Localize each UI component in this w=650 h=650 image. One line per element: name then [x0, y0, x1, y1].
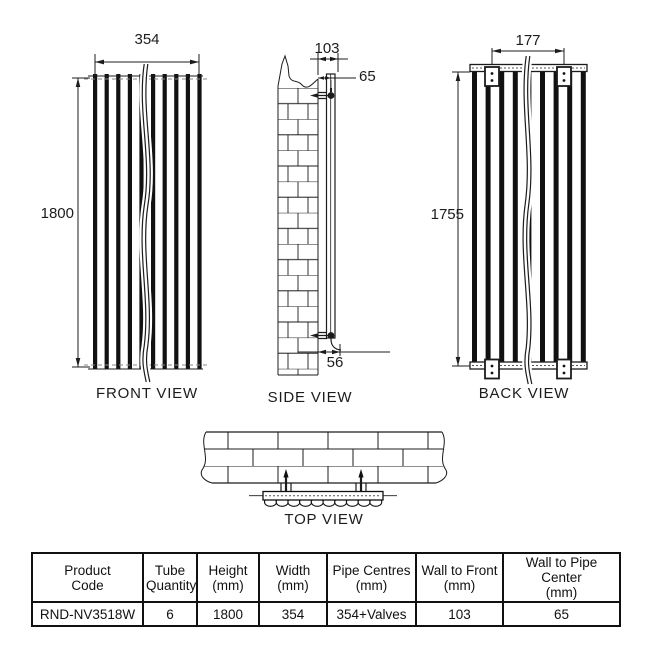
front-view-label: FRONT VIEW: [96, 385, 198, 402]
spec-header-height: Height(mm): [196, 552, 260, 603]
side-wall-to-pipe-dimension: 65: [359, 68, 376, 85]
spec-value-width: 354: [258, 601, 328, 627]
back-bracket-centres-dimension: 177: [515, 32, 541, 49]
side-view-drawing: [277, 46, 390, 376]
spec-header-wall-to-front: Wall to Front(mm): [415, 552, 504, 603]
side-bottom-dimension: 56: [326, 354, 344, 371]
spec-value-product-code: RND-NV3518W: [31, 601, 144, 627]
spec-value-wall-to-front: 103: [415, 601, 504, 627]
side-view-label: SIDE VIEW: [267, 389, 353, 406]
side-wall-to-front-dimension: 103: [314, 40, 340, 57]
spec-value-pipe-centres: 354+Valves: [326, 601, 417, 627]
spec-table-value-row: RND-NV3518W 6 1800 354 354+Valves 103 65: [31, 601, 621, 627]
back-height-dimension: 1755: [430, 206, 464, 223]
spec-header-width: Width(mm): [258, 552, 328, 603]
spec-value-tube-quantity: 6: [142, 601, 198, 627]
front-view-drawing: [72, 54, 207, 383]
spec-value-wall-to-pipe-center: 65: [502, 601, 621, 627]
spec-header-pipe-centres: Pipe Centres(mm): [326, 552, 417, 603]
top-view-label: TOP VIEW: [284, 511, 364, 528]
front-height-dimension: 1800: [40, 205, 74, 222]
spec-value-height: 1800: [196, 601, 260, 627]
back-view-drawing: [452, 48, 588, 385]
front-width-dimension: 354: [134, 31, 160, 48]
back-view-label: BACK VIEW: [478, 385, 570, 402]
spec-header-wall-to-pipe-center: Wall to Pipe Center(mm): [502, 552, 621, 603]
top-view-drawing: [186, 431, 462, 507]
